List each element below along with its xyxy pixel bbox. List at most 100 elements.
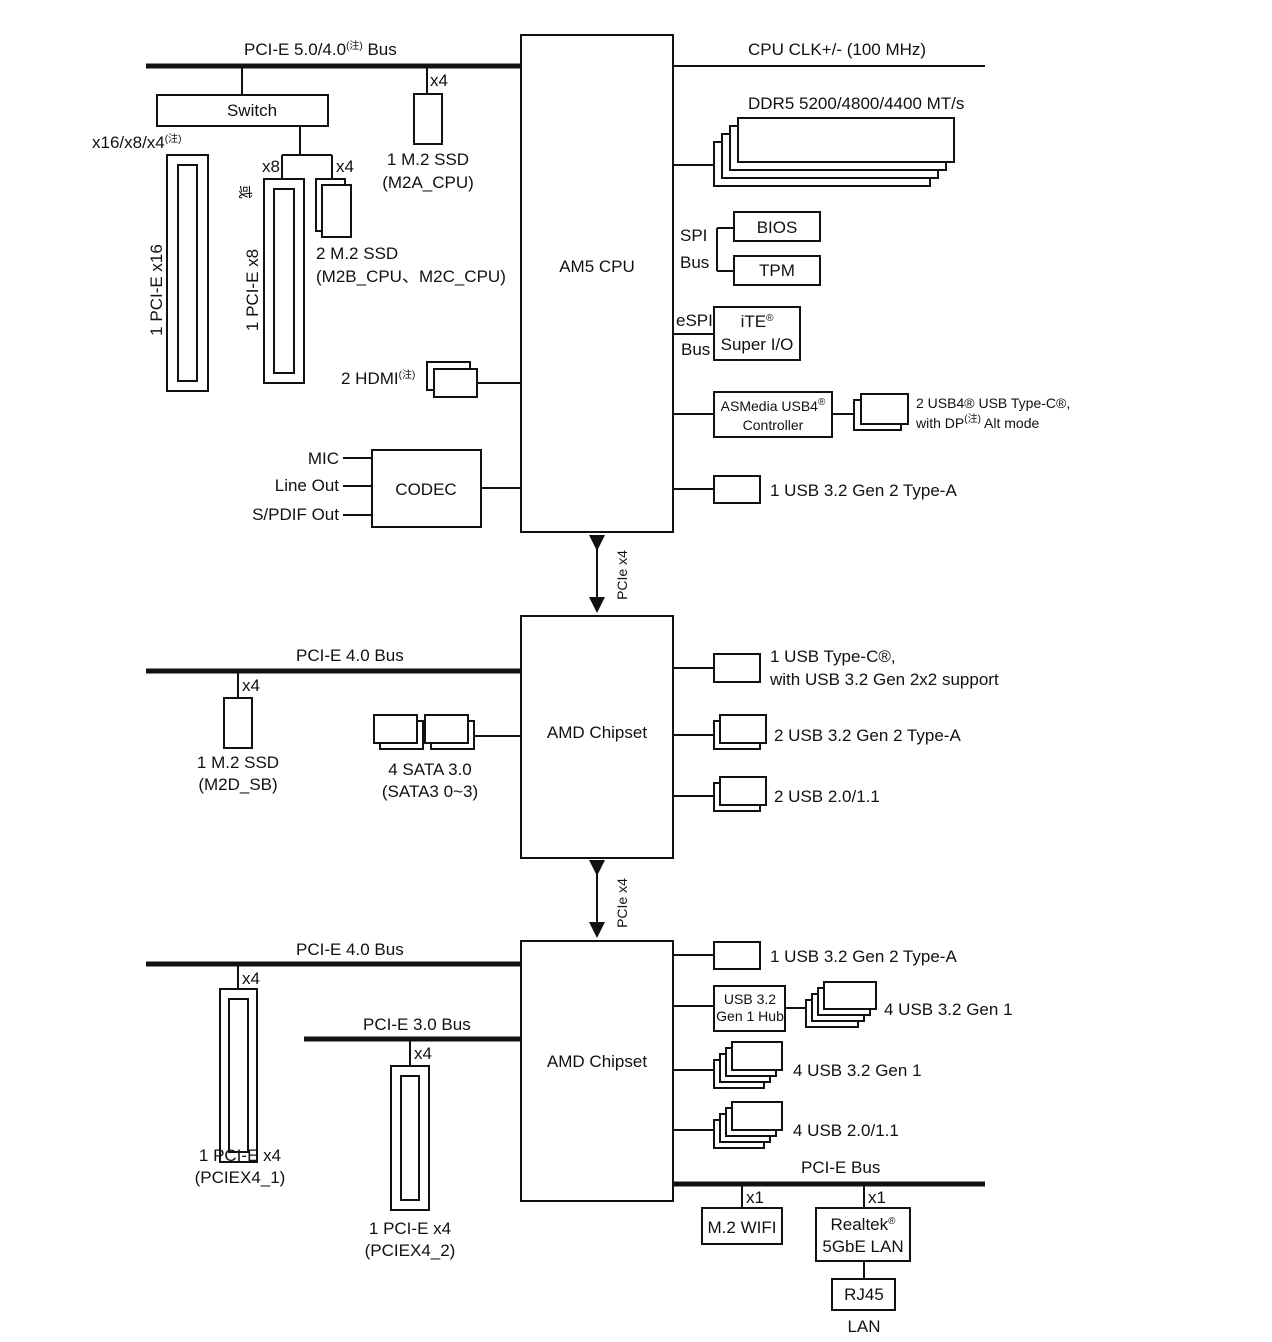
asmedia-box — [713, 391, 833, 438]
lan-line2: 5GbE LAN — [822, 1237, 903, 1256]
spi-bus-label: Bus — [680, 253, 709, 272]
m2d-line1: 1 M.2 SSD — [197, 753, 279, 772]
wifi-x1-label: x1 — [746, 1188, 764, 1207]
pcie2-x4-label: x4 — [414, 1044, 432, 1063]
espi-bus-label: Bus — [681, 340, 710, 359]
dimm-1 — [737, 117, 955, 163]
spdif-label: S/PDIF Out — [252, 505, 339, 524]
wifi-box — [701, 1207, 783, 1245]
chipset1-box — [520, 615, 674, 859]
pcie1-x4-label: x4 — [242, 969, 260, 988]
hub-line2: Gen 1 Hub — [716, 1008, 784, 1024]
typec-line1: 1 USB Type-C®, — [770, 647, 896, 666]
pcie2-line2: (PCIEX4_2) — [365, 1241, 456, 1260]
typec-port — [713, 653, 761, 683]
line-out-label: Line Out — [275, 476, 340, 495]
bios-box — [733, 211, 821, 242]
superio-box — [713, 306, 801, 361]
hub-ports-label: 4 USB 3.2 Gen 1 — [884, 1000, 1013, 1019]
wifi-label: M.2 WIFI — [708, 1218, 777, 1237]
m2bc-ssd-front — [321, 184, 352, 238]
sata-port-1 — [373, 714, 418, 744]
lan-line1: Realtek® — [830, 1215, 896, 1234]
lan-x1-label: x1 — [868, 1188, 886, 1207]
pcie1-line2: (PCIEX4_1) — [195, 1168, 286, 1187]
cpu-label: AM5 CPU — [559, 257, 635, 276]
m2d-x4-label: x4 — [242, 676, 260, 695]
cpu-usb-label: 1 USB 3.2 Gen 2 Type-A — [770, 481, 957, 500]
chipset1-label: AMD Chipset — [547, 723, 647, 742]
x4-split-label: x4 — [336, 157, 354, 176]
pcie-x8-label: 1 PCI-E x8 — [243, 249, 262, 331]
codec-label: CODEC — [395, 480, 456, 499]
link2-label: PCIe x4 — [614, 878, 630, 928]
superio-label: Super I/O — [721, 335, 794, 354]
chipset2-label: AMD Chipset — [547, 1052, 647, 1071]
m2bc-line2: (M2B_CPU、M2C_CPU) — [316, 267, 506, 286]
rj45-label: RJ45 — [844, 1285, 884, 1304]
hdmi-port-front — [433, 368, 478, 398]
usb32g1-port-1 — [731, 1041, 783, 1071]
switch-box — [156, 94, 329, 127]
usb4-line1: 2 USB4® USB Type-C®, — [916, 395, 1070, 411]
m2bc-line1: 2 M.2 SSD — [316, 244, 398, 263]
usb4-port-front — [860, 393, 909, 425]
hub-port-1 — [823, 981, 877, 1010]
bot-bus-label: PCI-E 4.0 Bus — [296, 940, 404, 959]
tpm-label: TPM — [759, 261, 795, 280]
lan-label: LAN — [847, 1317, 880, 1336]
link1-label: PCIe x4 — [614, 550, 630, 600]
m2d-ssd — [223, 697, 253, 749]
usb32g1-label: 4 USB 3.2 Gen 1 — [793, 1061, 922, 1080]
pcie1-slot-inner — [228, 998, 249, 1153]
ite-label: iTE® — [741, 312, 775, 331]
asm-line1: ASMedia USB4® — [721, 397, 826, 414]
cpu-box — [520, 34, 674, 533]
spi-label: SPI — [680, 226, 707, 245]
usb4-line2: with DP(注) Alt mode — [915, 412, 1039, 431]
m2a-line1: 1 M.2 SSD — [387, 150, 469, 169]
hdmi-label: 2 HDMI(注) — [341, 368, 415, 388]
pcie-x8-slot-inner — [273, 188, 295, 374]
codec-box — [371, 449, 482, 528]
usb20-bot-port-1 — [731, 1101, 783, 1131]
usb32g2-port-front — [719, 714, 767, 744]
bios-label: BIOS — [757, 218, 798, 237]
sata-port-2 — [424, 714, 469, 744]
pcie2-slot-inner — [400, 1075, 420, 1201]
usb20-mid-port-front — [719, 776, 767, 806]
pcie-bus-right-label: PCI-E Bus — [801, 1158, 880, 1177]
pcie5-bus-label: PCI-E 5.0/4.0(注) Bus — [244, 39, 397, 59]
pcie30-bus-label: PCI-E 3.0 Bus — [363, 1015, 471, 1034]
pcie-x16-label: 1 PCI-E x16 — [147, 244, 166, 336]
ddr5-label: DDR5 5200/4800/4400 MT/s — [748, 94, 964, 113]
cpu-clk-label: CPU CLK+/- (100 MHz) — [748, 40, 926, 59]
m2a-x4-label: x4 — [430, 71, 448, 90]
usb20-bot-label: 4 USB 2.0/1.1 — [793, 1121, 899, 1140]
espi-label: eSPI — [676, 311, 713, 330]
asm-line2: Controller — [743, 417, 804, 433]
pcie2-line1: 1 PCI-E x4 — [369, 1219, 451, 1238]
hub-line1: USB 3.2 — [724, 991, 776, 1007]
m2d-line2: (M2D_SB) — [198, 775, 277, 794]
typec-line2: with USB 3.2 Gen 2x2 support — [769, 670, 999, 689]
m2a-ssd — [413, 93, 443, 145]
cpu-usb-port — [713, 475, 761, 504]
usb32g2a-port — [713, 941, 761, 970]
rj45-box — [831, 1278, 896, 1311]
mid-bus-label: PCI-E 4.0 Bus — [296, 646, 404, 665]
usb32g2a-label: 1 USB 3.2 Gen 2 Type-A — [770, 947, 957, 966]
chipset2-box — [520, 940, 674, 1202]
sata-line1: 4 SATA 3.0 — [388, 760, 471, 779]
x16-label: x16/x8/x4(注) — [92, 132, 181, 152]
usb20-mid-label: 2 USB 2.0/1.1 — [774, 787, 880, 806]
sata-line2: (SATA3 0~3) — [382, 782, 478, 801]
m2a-line2: (M2A_CPU) — [382, 173, 474, 192]
or-label: 或 — [237, 185, 253, 199]
pcie-x16-slot-inner — [177, 164, 198, 382]
x8-label: x8 — [262, 157, 280, 176]
pcie1-line1: 1 PCI-E x4 — [199, 1146, 281, 1165]
usb32g2-label: 2 USB 3.2 Gen 2 Type-A — [774, 726, 961, 745]
mic-label: MIC — [308, 449, 339, 468]
